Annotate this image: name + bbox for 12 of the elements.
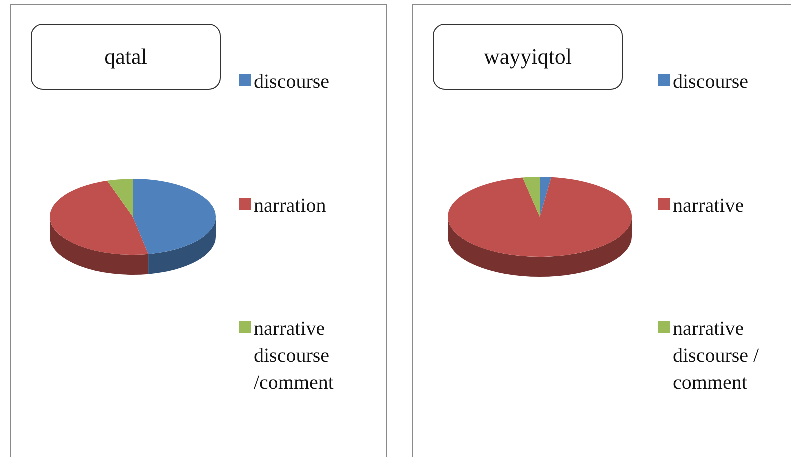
legend-label: discourse	[254, 70, 330, 95]
legend-label: narration	[254, 194, 326, 219]
legend-label: narrative discourse / comment	[673, 317, 760, 396]
chart-panel	[10, 4, 387, 457]
legend-label: discourse	[673, 70, 749, 95]
chart-title-box	[31, 24, 221, 90]
chart-title-box	[433, 24, 623, 90]
chart-panel	[412, 4, 791, 457]
chart-title: qatal	[104, 44, 148, 70]
chart-title: wayyiqtol	[484, 44, 572, 70]
legend-label: narrative discourse /comment	[254, 317, 335, 396]
legend-label: narrative	[673, 194, 744, 219]
